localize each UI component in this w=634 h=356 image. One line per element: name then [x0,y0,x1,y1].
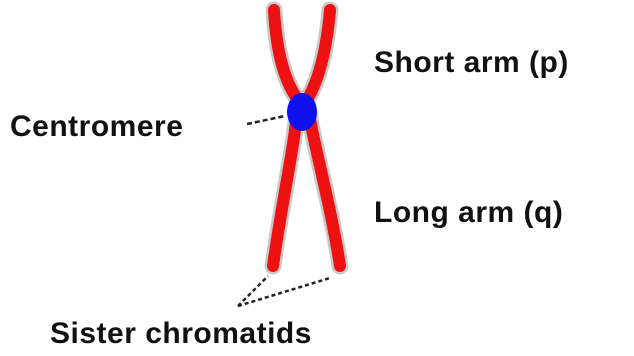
sister-chromatids-label: Sister chromatids [50,317,312,350]
sister-chromatids-pointer [238,276,330,306]
short-arm-label: Short arm (p) [374,46,569,79]
centromere-pointer [247,116,285,124]
centromere-dot [287,93,317,131]
right-chromatid [307,10,340,266]
long-arm-label: Long arm (q) [374,196,563,229]
chromosome [273,10,340,266]
centromere-label: Centromere [10,110,183,143]
